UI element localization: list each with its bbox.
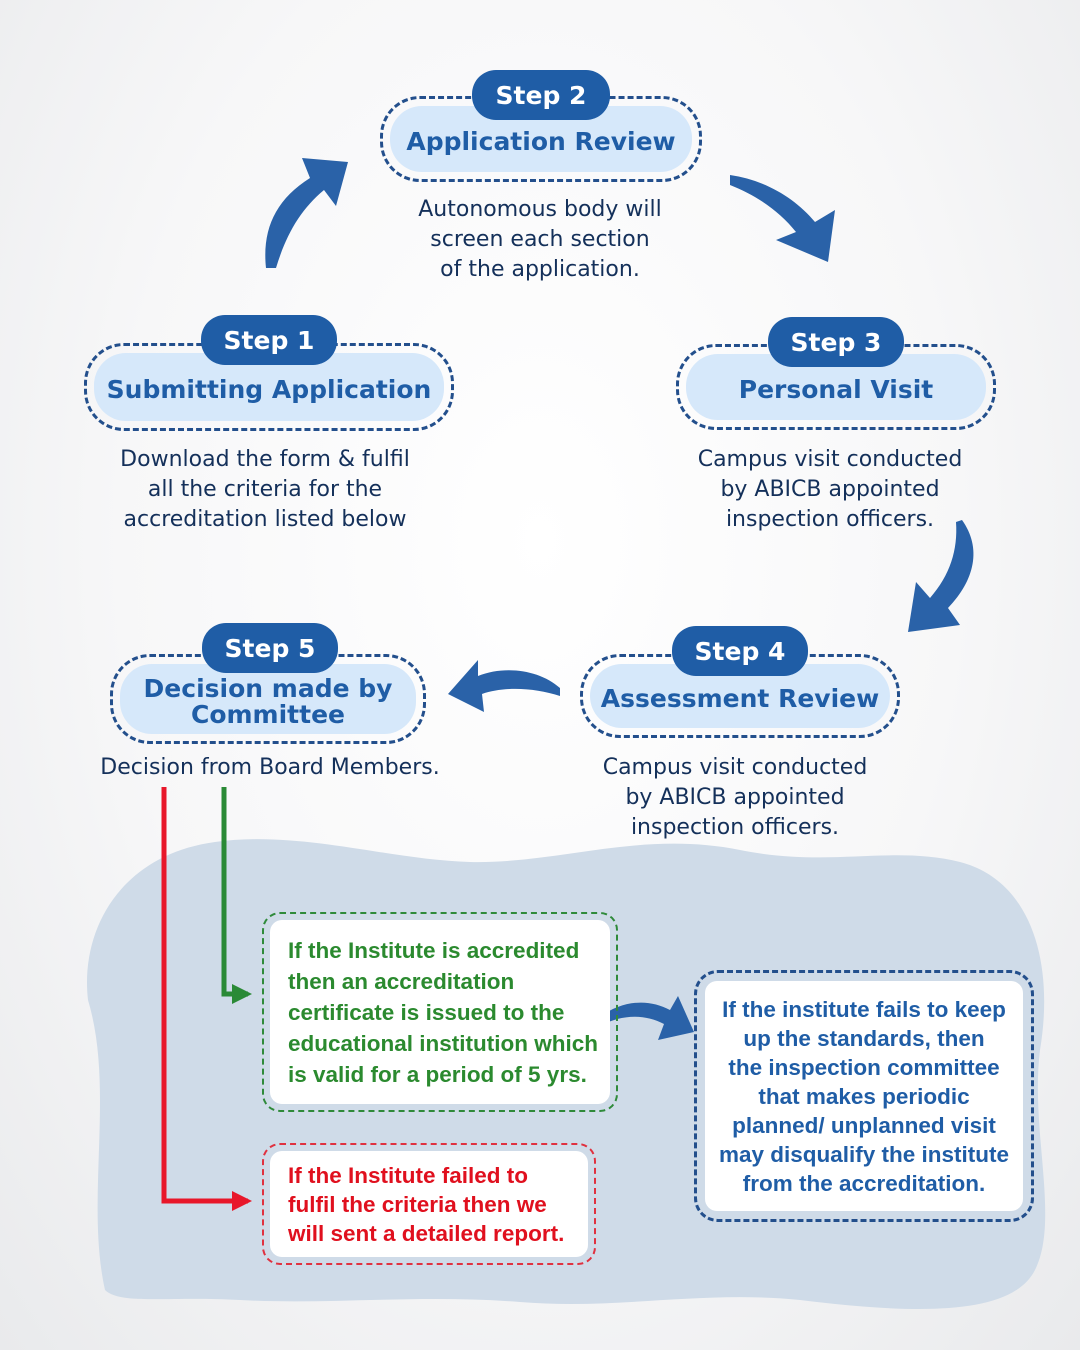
step5-title: Decision made by Committee [120, 664, 416, 734]
arrow-step4-to-step5 [448, 660, 560, 712]
step1-description: Download the form & fulfil all the crite… [120, 447, 410, 532]
step2-pill: Step 2 [472, 70, 610, 120]
accredited-box: If the Institute is accredited then an a… [262, 912, 618, 1112]
step2-description: Autonomous body will screen each section… [418, 197, 662, 282]
step5-pill: Step 5 [202, 623, 338, 673]
accredited-text: If the Institute is accredited then an a… [270, 920, 610, 1104]
step5-description: Decision from Board Members. [100, 755, 440, 780]
red-connector [161, 787, 252, 1211]
arrow-step1-to-step2 [265, 158, 348, 268]
disqualify-text: If the institute fails to keep up the st… [705, 981, 1023, 1211]
step3-pill: Step 3 [768, 317, 904, 367]
step1-title: Submitting Application [94, 353, 444, 421]
step4-description: Campus visit conducted by ABICB appointe… [602, 755, 868, 840]
arrow-step3-to-step4 [908, 520, 974, 632]
arrow-step2-to-step3 [730, 175, 835, 262]
step5-box: Decision made by Committee [110, 654, 426, 744]
step4-title: Assessment Review [590, 664, 890, 728]
arrow-accredited-to-disqualify [596, 996, 694, 1040]
disqualify-box: If the institute fails to keep up the st… [694, 970, 1034, 1222]
failed-box: If the Institute failed to fulfil the cr… [262, 1143, 596, 1265]
step3-description: Campus visit conducted by ABICB appointe… [697, 447, 963, 532]
step4-pill: Step 4 [672, 626, 808, 676]
failed-text: If the Institute failed to fulfil the cr… [270, 1151, 588, 1257]
step1-pill: Step 1 [201, 315, 337, 365]
green-connector [221, 787, 252, 1004]
